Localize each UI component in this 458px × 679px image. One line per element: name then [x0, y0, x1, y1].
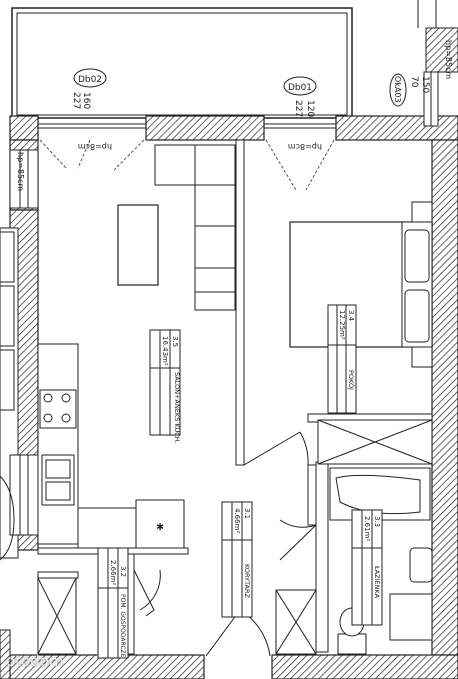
door-db02-opening	[38, 123, 146, 171]
window-left-lower	[9, 454, 39, 536]
door-bedroom	[243, 431, 309, 466]
window-height: 150	[420, 76, 430, 93]
room-area: 12.25m²	[338, 310, 346, 340]
washbasin	[409, 547, 433, 583]
door-height: 227	[71, 92, 81, 109]
room-label-3-3: 3.3 2.61m² ŁAZIENKA	[351, 509, 383, 626]
tag-db02: Db02 160 227 hp=8cm	[71, 68, 112, 151]
room-name: POKÓJ	[347, 370, 356, 390]
door-width: 160	[81, 92, 91, 109]
door-code: Db02	[78, 75, 102, 85]
door-db01-opening	[264, 123, 336, 191]
door-utility	[133, 569, 161, 617]
utility-cabinet	[37, 577, 77, 655]
window-left-upper	[9, 149, 39, 209]
room-number: 3.3	[373, 516, 381, 527]
entrance-cabinet	[275, 589, 317, 655]
wardrobe	[317, 419, 433, 465]
room-name: ŁAZIENKA	[373, 565, 381, 599]
window-width: 70	[409, 76, 419, 88]
room-label-3-5: 3.5 16.43m² SALON+ANEKS KUCH.	[149, 329, 181, 444]
door-sill: hp=8cm	[78, 142, 112, 151]
svg-text:✱: ✱	[156, 519, 163, 533]
room-area: 2.66m²	[109, 560, 117, 585]
door-height: 227	[293, 100, 303, 117]
watermark-logo: otodom	[6, 652, 64, 670]
neighbour-wall	[417, 0, 458, 73]
window-code: OkA03	[393, 76, 402, 103]
room-label-3-4: 3.4 12.25m² POKÓJ	[327, 304, 357, 414]
door-bathroom	[279, 519, 317, 561]
room-label-3-1: 3.1 4.66m² KORYTARZ	[221, 501, 253, 618]
window-sill: hp=85cm	[444, 40, 453, 79]
room-name: POM. GOSPODARCZE	[119, 594, 126, 658]
tag-oka03: OkA03 70 150	[389, 73, 430, 107]
door-width: 120	[305, 100, 315, 117]
sofa	[154, 144, 236, 311]
room-name: KORYTARZ	[243, 564, 251, 599]
coffee-table	[117, 204, 159, 286]
room-number: 3.4	[347, 310, 355, 322]
door-sill: hp=8cm	[288, 142, 322, 151]
room-area: 16.43m²	[161, 336, 169, 366]
room-area: 4.66m²	[233, 508, 241, 533]
room-area: 2.61m²	[363, 516, 371, 541]
left-recesses	[0, 231, 15, 561]
window-sill: hp=85cm	[16, 152, 25, 191]
tag-db01: Db01 120 227 hp=8cm	[283, 76, 322, 151]
room-label-3-2: 3.2 2.66m² POM. GOSPODARCZE	[97, 547, 129, 659]
room-number: 3.5	[171, 336, 179, 347]
bed	[289, 201, 433, 368]
window-oka03	[423, 71, 439, 127]
room-number: 3.1	[243, 508, 251, 519]
door-code: Db01	[288, 83, 312, 93]
room-number: 3.2	[119, 566, 127, 577]
kitchen-counter: ✱	[37, 343, 185, 549]
room-name: SALON+ANEKS KUCH.	[173, 372, 181, 444]
washing-machine	[389, 593, 433, 641]
